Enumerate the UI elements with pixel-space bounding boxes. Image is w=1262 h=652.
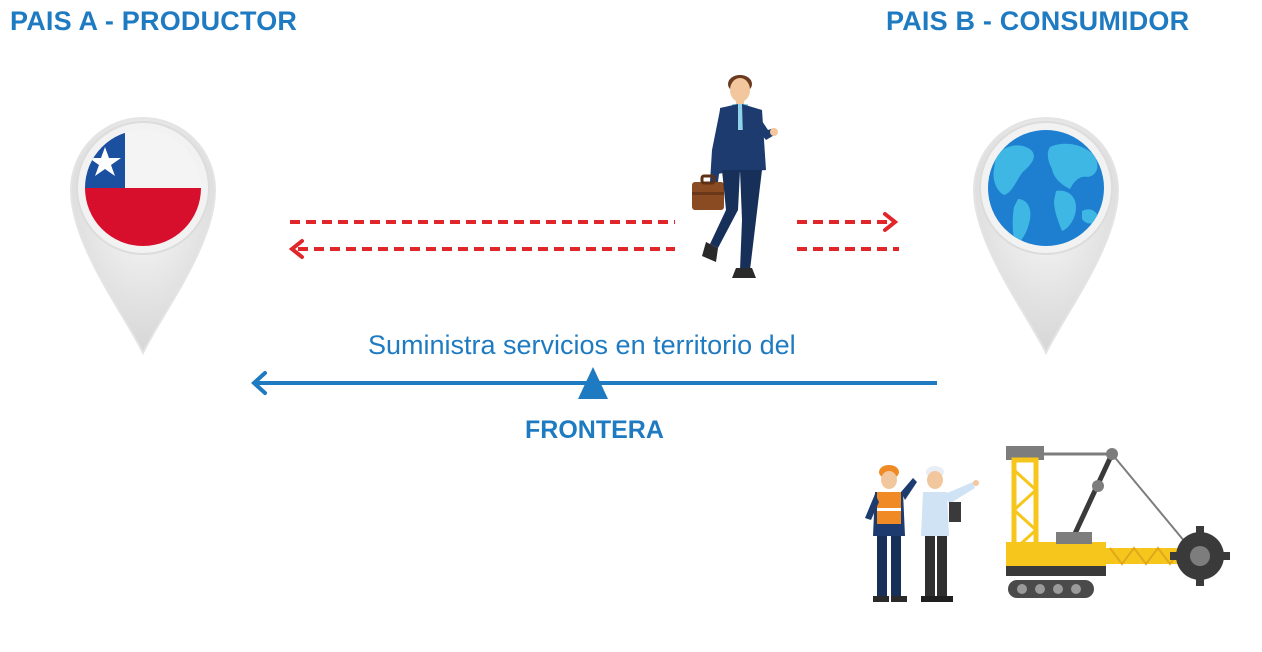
chile-flag-pin-icon bbox=[69, 117, 217, 356]
country-b-title: PAIS B - CONSUMIDOR bbox=[886, 6, 1190, 36]
service-caption: Suministra servicios en territorio del bbox=[368, 330, 796, 360]
red-dashed-arrows-right bbox=[797, 212, 899, 251]
country-a-title: PAIS A - PRODUCTOR bbox=[10, 6, 298, 36]
blue-flow-arrow bbox=[251, 367, 937, 399]
businessman-icon bbox=[692, 75, 778, 278]
mining-workers-icon bbox=[865, 465, 979, 602]
border-label: FRONTERA bbox=[525, 416, 664, 444]
globe-pin-icon bbox=[972, 117, 1120, 356]
bucket-wheel-excavator-icon bbox=[1006, 446, 1230, 598]
border-marker-triangle bbox=[578, 367, 608, 399]
red-dashed-arrows-left bbox=[288, 220, 675, 259]
